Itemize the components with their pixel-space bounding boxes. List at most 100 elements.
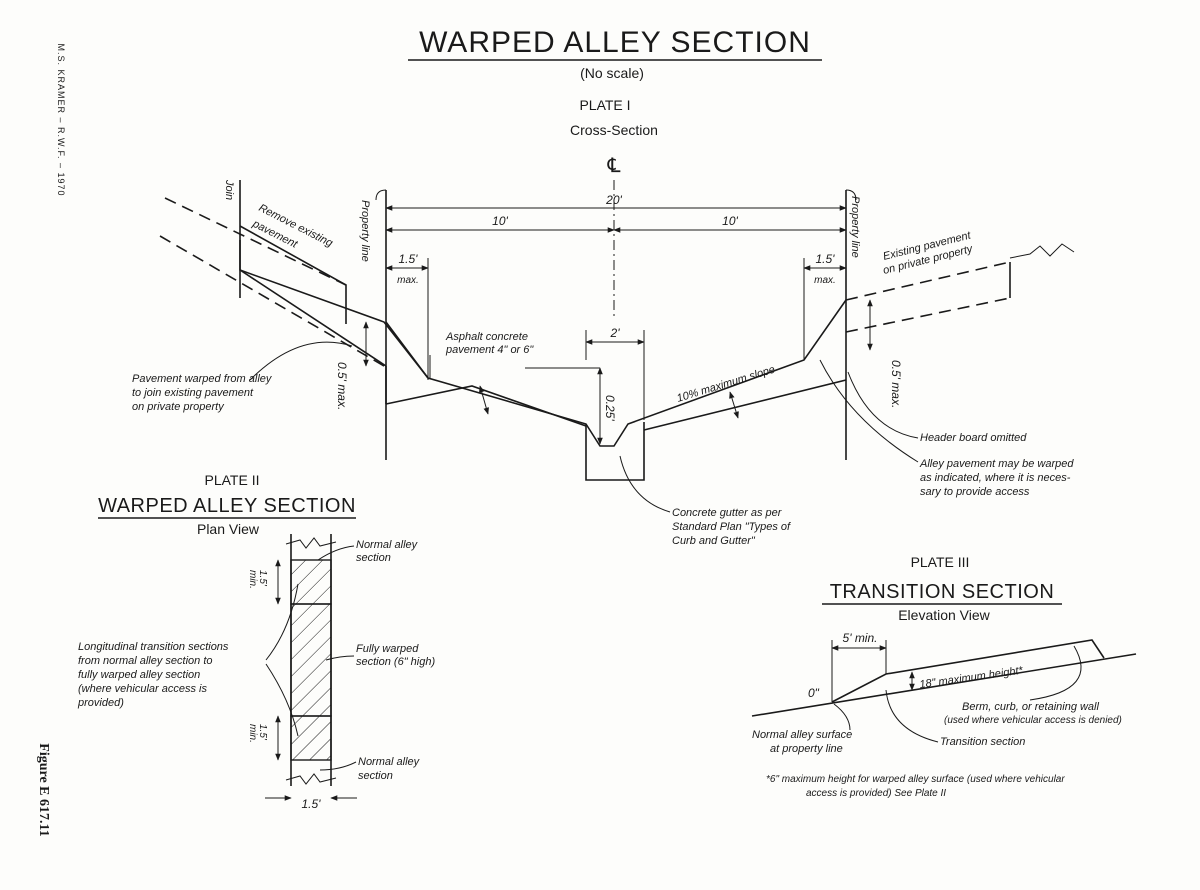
berm-label-1: Berm, curb, or retaining wall: [962, 701, 1099, 713]
figure-number: Figure E 617.11: [36, 743, 51, 836]
property-line-left-hook: [375, 189, 387, 201]
header-board-label: Header board omitted: [920, 432, 1027, 444]
fully-warped-leader: [325, 655, 355, 661]
plate2-label: PLATE II: [205, 472, 260, 488]
longitudinal-note-4: (where vehicular access is: [78, 683, 207, 695]
dim-side-left: 1.5': [399, 252, 419, 266]
transition-top: [290, 559, 332, 605]
plate1-label: PLATE I: [579, 97, 630, 113]
sheet-title: WARPED ALLEY SECTION: [419, 26, 811, 59]
dim-side-right: 1.5': [816, 252, 836, 266]
asphalt-label-2: pavement 4" or 6": [445, 344, 534, 356]
property-line-right-hook: [845, 189, 857, 201]
plate1-cross-section: 20' 10' 10' 1.5' max. 1.5' max. 2' 0.25': [132, 179, 1074, 547]
asphalt-label-1: Asphalt concrete: [445, 331, 528, 343]
transition-leader: [885, 689, 939, 743]
dim-warp-left: 0.5' max.: [335, 362, 349, 410]
thickness-mark-left: [479, 385, 489, 415]
berm-leader: [1029, 645, 1082, 701]
remove-pavement-outline: [239, 225, 347, 324]
max-right: max.: [814, 275, 836, 286]
warped-note-3: on private property: [132, 401, 225, 413]
author-credit: M.S. KRAMER – R.W.F. – 1970: [56, 43, 66, 196]
warped-note-leader: [249, 341, 353, 381]
centerline-symbol: ℄: [607, 155, 621, 177]
longitudinal-leader-top: [265, 583, 299, 661]
warped-note-2: to join existing pavement: [132, 387, 254, 399]
normal-surface-leader: [833, 703, 851, 731]
scale-note: (No scale): [580, 65, 644, 81]
alley-warp-leader: [819, 359, 919, 463]
berm-label-2: (used where vehicular access is denied): [944, 715, 1122, 726]
existing-pavement-right-bottom: [845, 297, 1011, 333]
footnote-1: *6" maximum height for warped alley surf…: [766, 774, 1065, 785]
gutter-note-3: Curb and Gutter": [672, 535, 756, 547]
pavement-top-surface: [385, 299, 847, 447]
longitudinal-note-3: fully warped alley section: [78, 669, 200, 681]
normal-surface-label-1: Normal alley surface: [752, 729, 852, 741]
warped-note-1: Pavement warped from alley: [132, 373, 273, 385]
longitudinal-note-2: from normal alley section to: [78, 655, 213, 667]
min-bottom-unit: min.: [247, 724, 258, 743]
join-label: Join: [223, 179, 235, 200]
dim-gutter-depth: 0.25': [603, 395, 617, 421]
min-bottom-value: 1.5': [257, 724, 268, 741]
gutter-note-1: Concrete gutter as per: [672, 507, 783, 519]
longitudinal-leader-bottom: [265, 663, 299, 737]
fully-warped-section: [290, 603, 332, 717]
min-top-value: 1.5': [257, 570, 268, 587]
break-line-bottom: [285, 773, 337, 785]
plate3-elevation-view: PLATE III TRANSITION SECTION Elevation V…: [751, 554, 1137, 799]
gutter-note-2: Standard Plan "Types of: [672, 521, 791, 533]
plate3-subtitle: Elevation View: [898, 607, 990, 623]
property-line-right-label: Property line: [849, 196, 861, 258]
normal-top-leader: [317, 545, 355, 561]
normal-bottom-leader: [319, 761, 357, 771]
dim-half-left: 10': [492, 214, 508, 228]
fully-warped-label-2: section (6" high): [356, 656, 435, 668]
transition-profile: [831, 639, 1105, 703]
pavement-bottom-left: [385, 385, 587, 427]
gutter-leader: [619, 455, 671, 513]
existing-pavement-right-top: [845, 261, 1011, 301]
alley-warp-note-3: sary to provide access: [920, 486, 1030, 498]
property-line-left-label: Property line: [359, 200, 371, 262]
zero-label: 0": [808, 686, 820, 700]
plate3-label: PLATE III: [911, 554, 970, 570]
plate2-plan-view: PLATE II WARPED ALLEY SECTION Plan View …: [77, 472, 435, 811]
warped-pavement-left-base: [239, 269, 387, 367]
slope-label: 10% maximum slope: [675, 364, 776, 405]
transition-bottom: [290, 715, 332, 761]
min-length: 5' min.: [843, 631, 878, 645]
plate1-subtitle: Cross-Section: [570, 122, 658, 138]
plate2-subtitle: Plan View: [197, 521, 260, 537]
max-height-label: 18" maximum height*: [919, 664, 1025, 690]
dim-gutter-width: 2': [610, 326, 621, 340]
pavement-bottom-right: [643, 379, 847, 431]
dim-half-right: 10': [722, 214, 738, 228]
longitudinal-note-1: Longitudinal transition sections: [78, 641, 229, 653]
transition-label: Transition section: [940, 736, 1025, 748]
footnote-2: access is provided) See Plate II: [806, 788, 946, 799]
ground-line: [1009, 243, 1075, 259]
fully-warped-label-1: Fully warped: [356, 643, 419, 655]
plate3-title: TRANSITION SECTION: [830, 581, 1055, 603]
alley-warp-note-1: Alley pavement may be warped: [919, 458, 1074, 470]
strip-width: 1.5': [302, 797, 322, 811]
break-line-top: [285, 537, 337, 549]
existing-pavement-left-top: [164, 197, 347, 286]
normal-top-label-1: Normal alley: [356, 539, 419, 551]
normal-top-label-2: section: [356, 552, 391, 564]
concrete-gutter: [585, 422, 645, 481]
max-left: max.: [397, 275, 419, 286]
existing-pavement-left-bottom: [159, 235, 385, 367]
normal-bottom-label-2: section: [358, 770, 393, 782]
normal-bottom-label-1: Normal alley: [358, 756, 421, 768]
thickness-mark-right: [729, 391, 739, 419]
normal-surface-label-2: at property line: [770, 743, 843, 755]
header-board-leader: [847, 371, 919, 439]
plate2-title: WARPED ALLEY SECTION: [98, 495, 356, 517]
alley-surface-line: [751, 653, 1137, 717]
dim-total: 20': [605, 193, 622, 207]
